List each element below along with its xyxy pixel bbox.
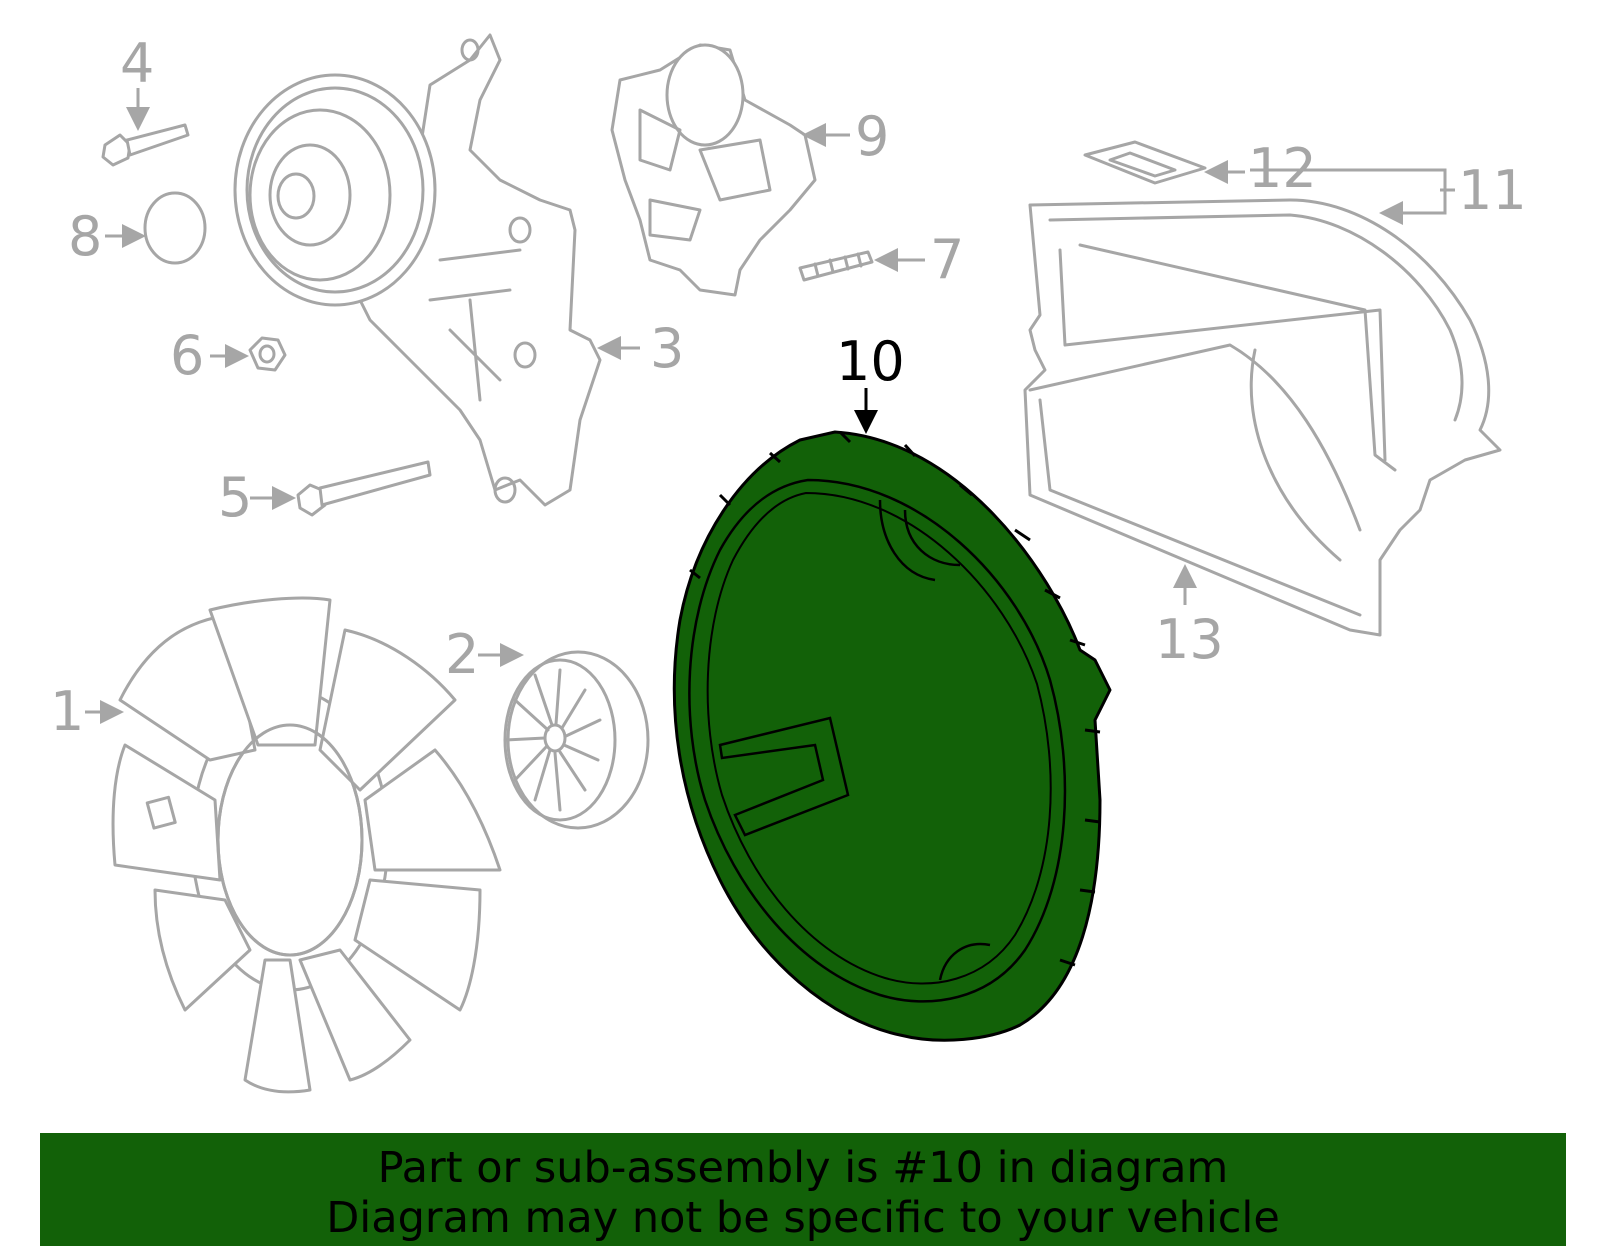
fan-clutch-part[interactable] [503,650,650,830]
callout-10: 10 [836,330,905,393]
stud-7-part[interactable] [798,250,874,282]
callout-8: 8 [68,205,102,268]
callout-7: 7 [930,228,964,291]
banner-line-disclaimer: Diagram may not be specific to your vehi… [326,1193,1280,1243]
callout-12: 12 [1248,137,1317,200]
bolt-4-part[interactable] [101,123,190,167]
gasket-12-part[interactable] [1083,140,1207,185]
callout-13: 13 [1155,608,1224,671]
callout-9: 9 [855,105,889,168]
parts-diagram: 1 2 3 4 5 6 7 8 9 10 11 12 13 [50,32,1527,1094]
bolt-5-part[interactable] [296,460,432,517]
shroud-ring-10-part[interactable] [672,430,1112,1042]
banner-line-part-number: Part or sub-assembly is #10 in diagram [377,1143,1229,1193]
callout-1: 1 [50,680,84,743]
leader-arrows [85,88,1455,724]
nut-6-part[interactable] [248,336,287,372]
callout-5: 5 [218,466,252,529]
fan-shroud-part[interactable] [1023,198,1502,637]
callout-6: 6 [170,324,204,387]
info-banner: Part or sub-assembly is #10 in diagram D… [40,1133,1566,1246]
callout-labels: 1 2 3 4 5 6 7 8 9 10 11 12 13 [50,32,1527,743]
plug-8-part[interactable] [143,191,207,265]
callout-3: 3 [650,317,684,380]
water-pump-bracket-part[interactable] [233,33,602,507]
callout-4: 4 [120,32,154,95]
callout-11: 11 [1458,159,1527,222]
fan-blade-part[interactable] [111,596,502,1094]
sensor-9-part[interactable] [610,43,817,297]
callout-2: 2 [445,623,479,686]
